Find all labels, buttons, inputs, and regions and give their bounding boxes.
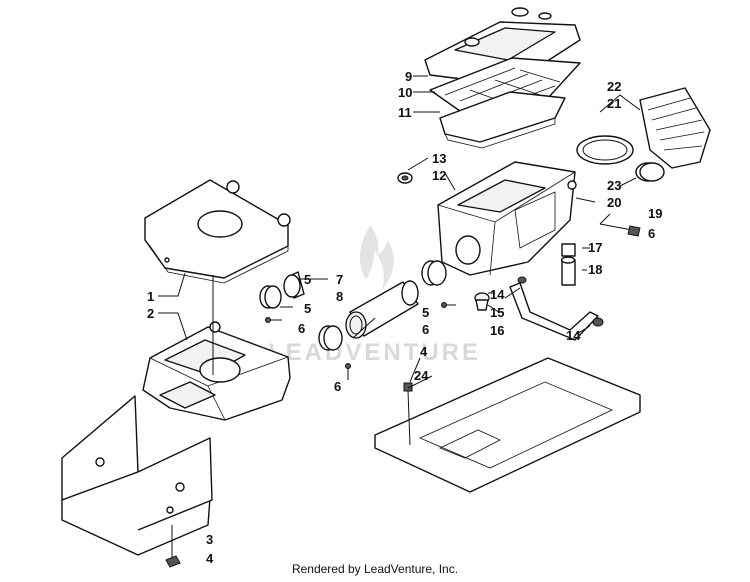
part-1-top-plate[interactable] (144, 179, 291, 284)
leader-lines (158, 75, 641, 446)
part-6-screw-a[interactable] (265, 317, 283, 323)
callout-6-right: 6 (422, 322, 429, 337)
callout-3: 3 (206, 532, 213, 547)
callout-19: 19 (648, 206, 662, 221)
callout-16: 16 (490, 323, 504, 338)
part-4-screw[interactable] (165, 525, 181, 568)
part-6-screw-b[interactable] (345, 363, 351, 381)
callout-20: 20 (607, 195, 621, 210)
callout-labels: 1 2 3 4 5 6 7 8 5 6 9 10 11 13 12 5 6 14… (147, 69, 662, 566)
part-9-airbox-lid[interactable] (424, 7, 581, 86)
part-5-clamp-mid[interactable] (318, 325, 343, 351)
part-13-grommet[interactable] (397, 172, 413, 184)
callout-4-bottom: 4 (206, 551, 214, 566)
callout-11: 11 (398, 105, 412, 120)
callout-7: 7 (336, 272, 343, 287)
part-14-drain-hose[interactable] (509, 276, 604, 341)
callout-24: 24 (414, 368, 429, 383)
callout-18: 18 (588, 262, 602, 277)
part-18-sensor-sleeve[interactable] (560, 256, 576, 286)
callout-9: 9 (405, 69, 412, 84)
callout-6-far-right: 6 (648, 226, 655, 241)
watermark: LEADVENTURE (268, 225, 481, 366)
callout-14-top: 14 (490, 287, 505, 302)
callout-1: 1 (147, 289, 154, 304)
callout-12: 12 (432, 168, 446, 183)
part-7-coupler[interactable] (283, 271, 305, 299)
part-11-filter-pad[interactable] (439, 91, 566, 149)
callout-2: 2 (147, 306, 154, 321)
rendered-by-footer: Rendered by LeadVenture, Inc. (291, 562, 459, 576)
part-15-drain-valve[interactable] (474, 292, 490, 311)
part-17-sensor-clip[interactable] (561, 243, 576, 257)
part-5-clamp-left[interactable] (259, 285, 282, 309)
part-24-protective-mat[interactable] (374, 357, 641, 493)
part-8-intake-tube[interactable] (345, 280, 419, 339)
callout-5-right: 5 (422, 305, 429, 320)
part-22-intake-duct[interactable] (639, 87, 711, 169)
callout-10: 10 (398, 85, 412, 100)
callout-22: 22 (607, 79, 621, 94)
part-19-bolt[interactable] (599, 223, 641, 237)
part-23-clamp[interactable] (635, 162, 665, 182)
callout-14-bottom: 14 (566, 328, 581, 343)
callout-4-mat: 4 (420, 344, 428, 359)
callout-5-mid: 5 (304, 301, 311, 316)
callout-17: 17 (588, 240, 602, 255)
callout-21: 21 (607, 96, 621, 111)
callout-6-left: 6 (298, 321, 305, 336)
callout-8: 8 (336, 289, 343, 304)
part-21-seal-ring[interactable] (576, 135, 634, 165)
part-2-airbox-base[interactable] (142, 321, 291, 421)
callout-15: 15 (490, 305, 504, 320)
callout-23: 23 (607, 178, 621, 193)
part-6-screw-c[interactable] (441, 302, 457, 308)
watermark-text: LEADVENTURE (268, 339, 481, 366)
part-4-screw-mat[interactable] (403, 382, 413, 392)
part-5-clamp-right[interactable] (421, 260, 447, 286)
part-12-airbox-body[interactable] (437, 161, 577, 276)
part-3-heat-shield[interactable] (61, 395, 213, 556)
callout-13: 13 (432, 151, 446, 166)
callout-6-mid: 6 (334, 379, 341, 394)
callout-5-left: 5 (304, 272, 311, 287)
